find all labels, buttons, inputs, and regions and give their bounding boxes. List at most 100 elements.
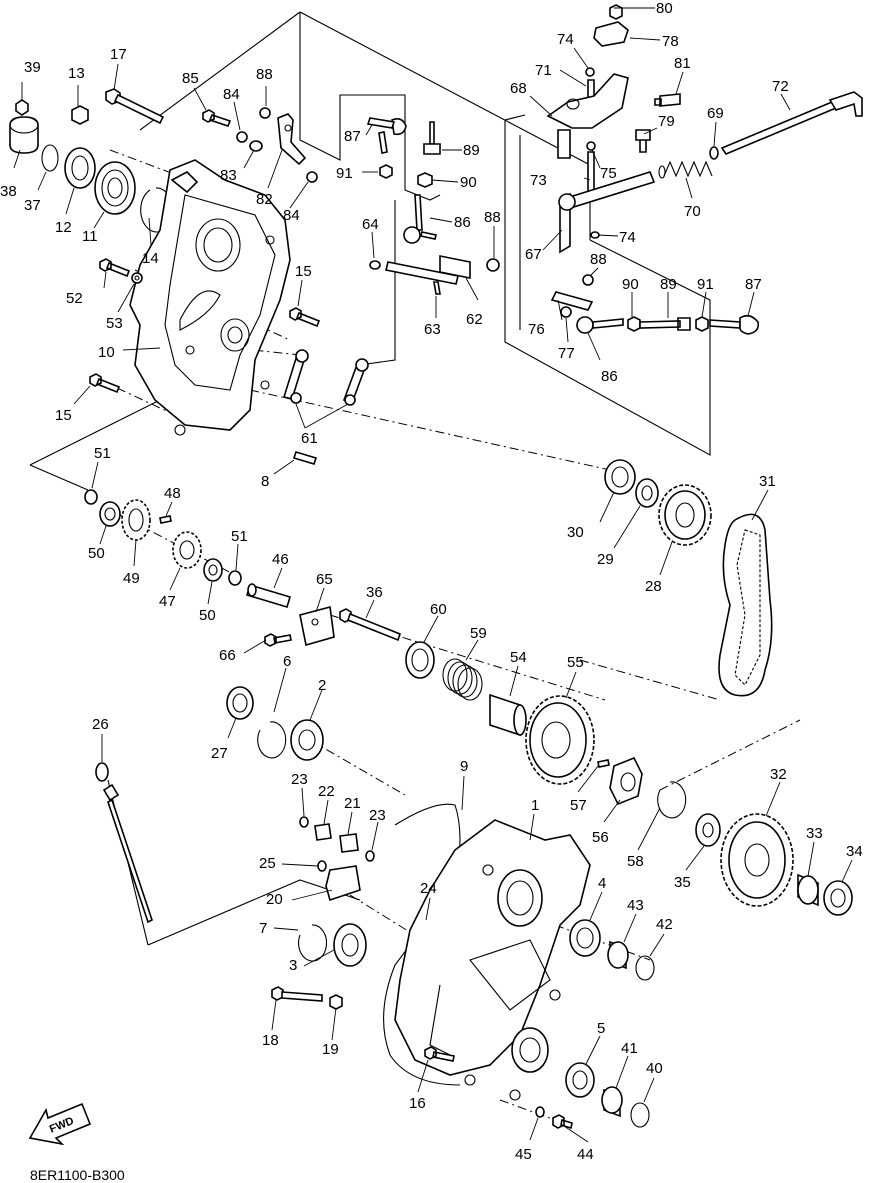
callout-label: 88 xyxy=(484,209,501,226)
callout-label: 61 xyxy=(301,430,318,447)
callout-label: 9 xyxy=(460,758,468,775)
callout-label: 17 xyxy=(110,46,127,63)
part-23-washer xyxy=(299,816,309,828)
callout-label: 48 xyxy=(164,485,181,502)
part-87-rod-end xyxy=(366,117,407,154)
callout-label: 80 xyxy=(656,0,673,17)
part-7-circlip xyxy=(298,924,328,962)
callout-label: 89 xyxy=(660,276,677,293)
callout-label: 39 xyxy=(24,59,41,76)
callout-label: 38 xyxy=(0,183,17,200)
fwd-arrow-icon: FWD xyxy=(28,1102,92,1146)
callout-label: 87 xyxy=(344,128,361,145)
callout-label: 86 xyxy=(601,368,618,385)
callout-label: 81 xyxy=(674,55,691,72)
part-73-pin xyxy=(587,151,595,193)
callout-label: 40 xyxy=(646,1060,663,1077)
part-32-gear xyxy=(720,813,794,907)
part-2-bearing xyxy=(290,719,324,761)
part-10-cover xyxy=(129,159,291,436)
callout-label: 15 xyxy=(55,407,72,424)
callout-label: 43 xyxy=(627,897,644,914)
part-18-bolt xyxy=(271,986,323,1002)
part-82-lever xyxy=(277,113,307,166)
part-81-bolt xyxy=(654,93,681,107)
callout-label: 3 xyxy=(289,957,297,974)
callout-label: 72 xyxy=(772,78,789,95)
part-22-bushing xyxy=(314,823,332,841)
part-74-clip xyxy=(585,67,595,77)
callout-label: 63 xyxy=(424,321,441,338)
callout-label: 5 xyxy=(597,1020,605,1037)
part-77-bolt xyxy=(560,306,572,318)
part-85-bolt xyxy=(202,109,232,127)
callout-label: 66 xyxy=(219,647,236,664)
part-19-nut xyxy=(329,994,343,1010)
callout-label: 26 xyxy=(92,716,109,733)
callout-label: 91 xyxy=(336,165,353,182)
callout-label: 77 xyxy=(558,345,575,362)
part-61-linkage xyxy=(282,349,369,406)
callout-label: 76 xyxy=(528,321,545,338)
part-84-washer-b xyxy=(306,171,318,183)
callout-label: 68 xyxy=(510,80,527,97)
gear-group xyxy=(84,459,853,916)
callout-label: 44 xyxy=(577,1146,594,1163)
part-33-bearing xyxy=(797,873,819,907)
callout-label: 78 xyxy=(662,33,679,50)
part-41-bearing xyxy=(601,1086,623,1118)
part-30-seal xyxy=(604,459,636,495)
callout-label: 33 xyxy=(806,825,823,842)
part-4-seal xyxy=(569,919,601,957)
callout-label: 32 xyxy=(770,766,787,783)
part-5-seal xyxy=(565,1062,595,1098)
part-17-bolt xyxy=(105,88,165,125)
callout-label: 34 xyxy=(846,843,863,860)
part-90-nut xyxy=(417,172,433,188)
part-68-lever xyxy=(546,73,629,159)
callout-label: 1 xyxy=(531,797,539,814)
callout-label: 73 xyxy=(530,172,547,189)
callout-label: 11 xyxy=(82,228,98,245)
part-51-washer xyxy=(84,489,98,505)
part-52-bolt xyxy=(99,258,131,278)
callout-label: 59 xyxy=(470,625,487,642)
part-39-nut xyxy=(15,99,29,116)
part-80-nut xyxy=(609,4,623,20)
callout-label: 64 xyxy=(362,216,379,233)
part-65-plate xyxy=(299,605,335,647)
callout-label: 87 xyxy=(745,276,762,293)
callout-label: 7 xyxy=(259,920,267,937)
part-26-dipstick xyxy=(95,762,153,924)
part-16-bolt xyxy=(424,1046,455,1062)
callout-label: 42 xyxy=(656,916,673,933)
callout-label: 18 xyxy=(262,1032,279,1049)
linkage-group xyxy=(202,107,500,406)
callout-label: 13 xyxy=(68,65,85,82)
callout-label: 20 xyxy=(266,891,283,908)
part-54-spline xyxy=(489,693,527,737)
callout-label: 84 xyxy=(283,207,300,224)
part-89-bolt-b xyxy=(639,317,691,331)
part-89-bolt xyxy=(423,121,441,155)
callout-label: 16 xyxy=(409,1095,426,1112)
part-69-washer xyxy=(709,146,719,160)
part-83-spacer xyxy=(249,140,263,152)
callout-label: 37 xyxy=(24,197,41,214)
part-62-shaft xyxy=(385,255,500,285)
part-43-bearing xyxy=(607,940,629,970)
callout-label: 30 xyxy=(567,524,584,541)
part-31-chain xyxy=(718,513,773,697)
part-63-pin xyxy=(433,281,441,295)
callout-label: 55 xyxy=(567,654,584,671)
part-35-washer xyxy=(695,813,721,847)
callout-label: 47 xyxy=(159,593,176,610)
part-72-rod xyxy=(720,91,863,155)
callout-label: 79 xyxy=(658,113,675,130)
callout-label: 35 xyxy=(674,874,691,891)
part-50-bearing-b xyxy=(203,558,223,582)
part-40-oring xyxy=(630,1102,650,1128)
part-9-gasket xyxy=(383,803,461,1086)
part-78-bracket xyxy=(593,21,629,47)
callout-label: 2 xyxy=(318,677,326,694)
